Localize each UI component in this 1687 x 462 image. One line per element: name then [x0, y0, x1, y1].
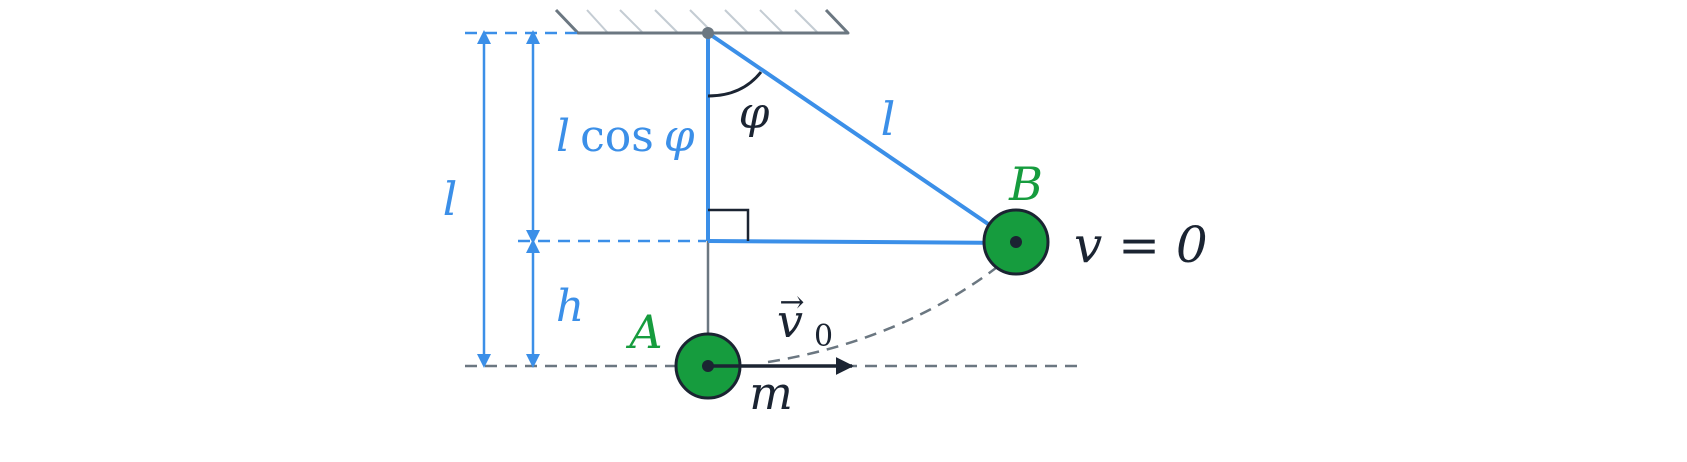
- ceiling: [554, 8, 850, 35]
- label-velocity: → v 0: [777, 285, 833, 354]
- trajectory-arc: [767, 260, 1006, 364]
- label-velocity-sub: 0: [814, 319, 833, 354]
- label-l-cos-l: l: [556, 111, 570, 162]
- label-l-cos-phi-symbol: φ: [664, 111, 695, 162]
- right-angle-marker: [708, 208, 750, 241]
- label-l-cos-fn: cos: [580, 111, 654, 162]
- pivot: [702, 27, 714, 39]
- rope-deflected: [706, 31, 1018, 245]
- label-velocity-v: v: [777, 294, 803, 348]
- triangle: [706, 31, 1018, 245]
- mass-b: [982, 208, 1050, 276]
- label-phi: φ: [739, 88, 770, 139]
- label-vector-arrow: →: [779, 285, 804, 320]
- label-mass: m: [749, 366, 793, 420]
- label-point-b: B: [1008, 157, 1043, 211]
- angle-arc: [707, 71, 763, 98]
- label-point-a: A: [625, 305, 662, 359]
- label-l-total: l: [443, 172, 458, 226]
- horizontal-leg: [707, 239, 1017, 245]
- label-rope-l: l: [881, 92, 896, 146]
- label-v-eq-zero: v = 0: [1074, 216, 1208, 274]
- label-h: h: [556, 281, 584, 332]
- dimension-arrows: [477, 30, 540, 368]
